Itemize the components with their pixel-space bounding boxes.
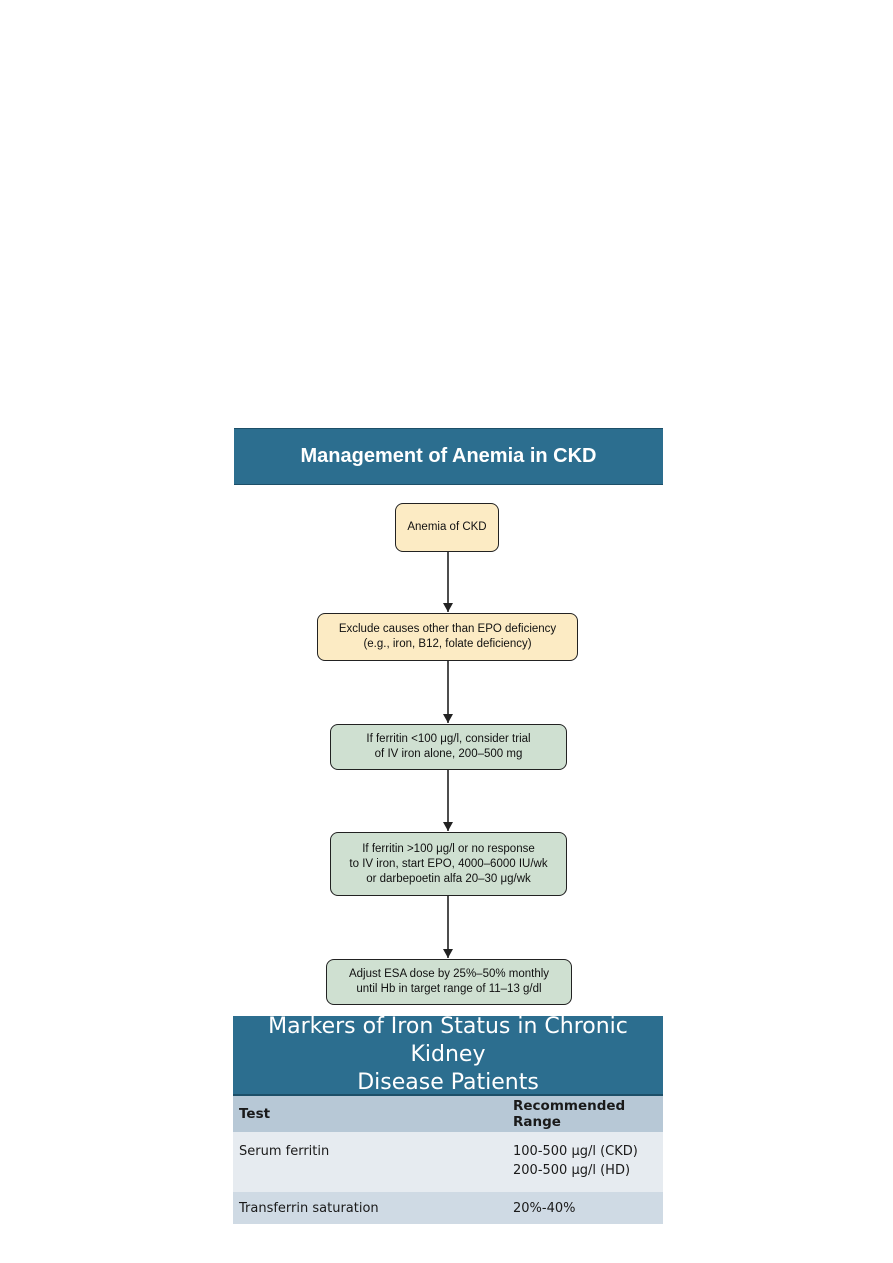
step-2-line-1: Exclude causes other than EPO deficiency bbox=[338, 623, 557, 635]
step-3-line-1: If ferritin <100 μg/l, consider trial bbox=[366, 733, 531, 745]
column-header-range: Recommended Range bbox=[507, 1094, 663, 1132]
step-1-line-1: Anemia of CKD bbox=[407, 521, 487, 533]
step-start-epo: If ferritin >100 μg/l or no response to … bbox=[330, 832, 567, 896]
table-title-line-2: Disease Patients bbox=[357, 1070, 539, 1095]
step-iv-iron-trial: If ferritin <100 μg/l, consider trial of… bbox=[330, 724, 567, 770]
cell-range-line-2: 200-500 μg/l (HD) bbox=[513, 1163, 631, 1178]
cell-range: 100-500 μg/l (CKD) 200-500 μg/l (HD) bbox=[507, 1132, 663, 1192]
step-4-line-3: or darbepoetin alfa 20–30 μg/wk bbox=[366, 872, 531, 885]
cell-range-line-1: 100-500 μg/l (CKD) bbox=[513, 1144, 638, 1159]
step-anemia-of-ckd: Anemia of CKD bbox=[395, 503, 499, 552]
flowchart-title: Management of Anemia in CKD bbox=[234, 428, 663, 485]
cell-test: Serum ferritin bbox=[233, 1132, 507, 1192]
step-3-line-2: of IV iron alone, 200–500 mg bbox=[374, 748, 523, 760]
step-5-line-2: until Hb in target range of 11–13 g/dl bbox=[356, 983, 542, 995]
step-adjust-esa-dose: Adjust ESA dose by 25%–50% monthly until… bbox=[326, 959, 572, 1005]
step-exclude-causes: Exclude causes other than EPO deficiency… bbox=[317, 613, 578, 661]
table-row: Serum ferritin 100-500 μg/l (CKD) 200-50… bbox=[233, 1132, 663, 1192]
cell-test: Transferrin saturation bbox=[233, 1192, 507, 1224]
column-header-test: Test bbox=[233, 1094, 507, 1132]
table-header-row: Test Recommended Range bbox=[233, 1094, 663, 1132]
step-4-line-1: If ferritin >100 μg/l or no response bbox=[362, 842, 535, 855]
table-title-line-1: Markers of Iron Status in Chronic Kidney bbox=[268, 1014, 628, 1067]
step-4-line-2: to IV iron, start EPO, 4000–6000 IU/wk bbox=[349, 857, 548, 870]
table-title: Markers of Iron Status in Chronic Kidney… bbox=[233, 1014, 663, 1095]
step-5-line-1: Adjust ESA dose by 25%–50% monthly bbox=[348, 968, 550, 980]
iron-status-table: Test Recommended Range Serum ferritin 10… bbox=[233, 1094, 663, 1224]
step-2-line-2: (e.g., iron, B12, folate deficiency) bbox=[363, 638, 532, 650]
table-row: Transferrin saturation 20%-40% bbox=[233, 1192, 663, 1224]
cell-range: 20%-40% bbox=[507, 1192, 663, 1224]
cell-range-line-1: 20%-40% bbox=[513, 1201, 576, 1216]
